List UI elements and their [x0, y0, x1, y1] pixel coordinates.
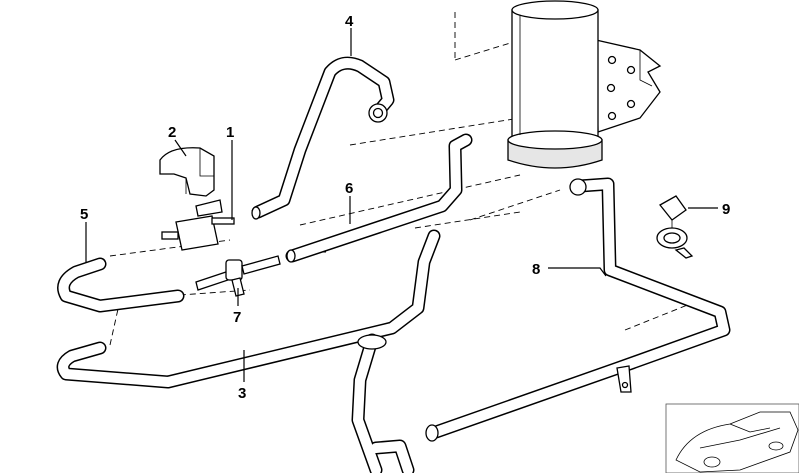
callout-9: 9 [722, 201, 730, 218]
callout-4: 4 [345, 13, 354, 30]
callout-6: 6 [345, 180, 353, 197]
hose-4 [251, 56, 395, 220]
hose-6 [285, 133, 473, 263]
clamp-9 [656, 195, 694, 259]
callout-3: 3 [238, 385, 246, 402]
callout-1: 1 [226, 124, 234, 141]
bracket-2 [159, 147, 215, 197]
callout-8: 8 [532, 261, 540, 278]
callout-5: 5 [80, 206, 88, 223]
callout-2: 2 [168, 124, 176, 141]
hose-5 [57, 257, 185, 313]
charcoal-canister [507, 0, 662, 169]
pipe-8 [425, 177, 731, 442]
callout-7: 7 [233, 309, 241, 326]
leader-lines [85, 28, 718, 382]
hose-bottom-partial [351, 333, 415, 473]
connector-7 [195, 255, 281, 297]
vehicle-thumbnail [665, 403, 799, 473]
hose-3 [56, 229, 441, 389]
valve-1 [161, 199, 235, 251]
